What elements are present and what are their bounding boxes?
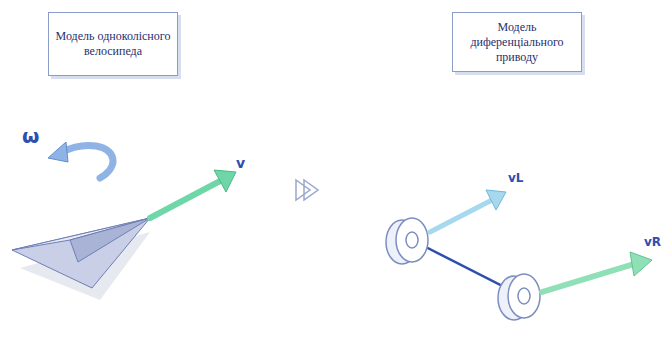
symbol-label: vR: [644, 236, 661, 248]
symbol-label: ω: [22, 126, 39, 146]
box-title: Модель одноколісного велосипеда: [53, 29, 173, 59]
plane-fold: [70, 218, 150, 262]
velocity-arrow: [150, 180, 222, 218]
arrow-head: [48, 142, 68, 162]
left-velocity-arrow: [430, 200, 492, 232]
model-box: Модель одноколісного велосипеда: [48, 12, 178, 76]
left-wheel: [386, 218, 428, 264]
model-box: Модель диференціального приводу: [452, 12, 582, 72]
box-title: Модель диференціального приводу: [457, 20, 577, 65]
right-wheel: [498, 274, 540, 320]
transition-symbol: [296, 180, 318, 200]
symbol-label: vL: [508, 172, 523, 184]
arrow-head: [214, 170, 236, 192]
rotation-arrow: [62, 145, 113, 178]
paper-plane: [12, 218, 150, 288]
arrow-head: [486, 190, 506, 210]
arrow-head: [630, 252, 652, 276]
right-velocity-arrow: [542, 264, 634, 292]
symbol-label: v: [236, 156, 245, 170]
